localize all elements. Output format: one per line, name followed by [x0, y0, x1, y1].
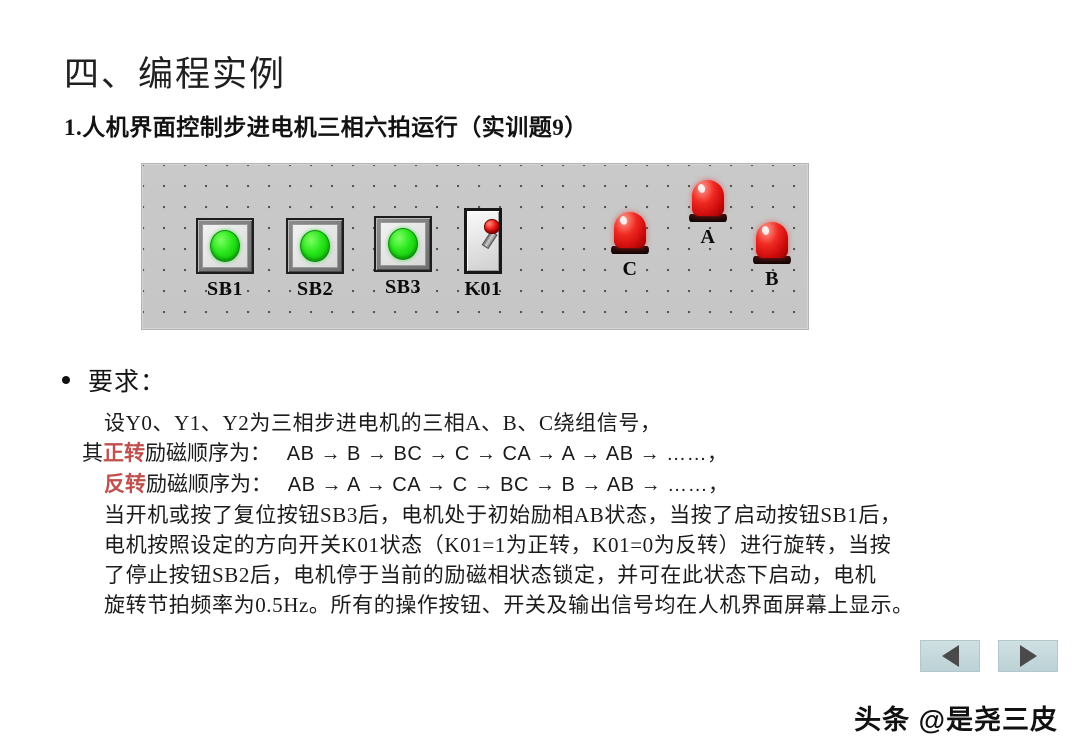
requirements-bullet-row: 要求：	[62, 362, 166, 398]
forward-suffix: 励磁顺序为：	[145, 441, 271, 465]
led-base-icon	[689, 214, 727, 222]
hmi-selector-switch-k01[interactable]: K01	[464, 208, 502, 300]
forward-highlight: 正转	[103, 441, 145, 465]
pushbutton-label: SB3	[385, 276, 421, 298]
page-subtitle: 1.人机界面控制步进电机三相六拍运行（实训题9）	[64, 115, 588, 140]
green-lamp-icon	[388, 228, 418, 260]
forward-sequence-line: 其正转励磁顺序为： AB → B → BC → C → CA → A → AB …	[82, 438, 1034, 469]
switch-frame	[464, 208, 502, 274]
requirements-line-1: 设Y0、Y1、Y2为三相步进电机的三相A、B、C绕组信号，	[104, 411, 662, 435]
led-base-icon	[753, 256, 791, 264]
requirements-paragraph-line: 电机按照设定的方向开关K01状态（K01=1为正转，K01=0为反转）进行旋转，…	[104, 533, 892, 557]
indicator-label: A	[700, 226, 716, 248]
green-lamp-icon	[210, 230, 240, 262]
forward-prefix: 其	[82, 441, 103, 465]
red-led-icon	[614, 212, 646, 248]
pushbutton-frame	[286, 218, 344, 274]
indicator-label: B	[765, 268, 779, 290]
switch-knob-icon	[484, 219, 499, 234]
pushbutton-frame	[196, 218, 254, 274]
reverse-suffix: 励磁顺序为：	[146, 472, 272, 496]
triangle-right-icon	[1019, 645, 1037, 667]
requirements-body: 设Y0、Y1、Y2为三相步进电机的三相A、B、C绕组信号， 其正转励磁顺序为： …	[82, 408, 1034, 620]
hmi-pushbutton-sb1[interactable]: SB1	[196, 218, 254, 300]
pushbutton-label: SB2	[297, 278, 333, 300]
hmi-panel-inner: SB1 SB2 SB3	[142, 164, 808, 329]
switch-label: K01	[464, 278, 502, 300]
reverse-highlight: 反转	[104, 472, 146, 496]
pushbutton-face	[380, 222, 426, 266]
hmi-indicator-c: C	[608, 212, 652, 280]
triangle-left-icon	[941, 645, 959, 667]
slide-navigation	[920, 640, 1058, 672]
requirements-paragraph-line: 当开机或按了复位按钮SB3后，电机处于初始励相AB状态，当按了启动按钮SB1后，	[104, 503, 902, 527]
bullet-dot-icon	[62, 376, 70, 384]
page-title: 四、编程实例	[64, 55, 287, 94]
next-slide-button[interactable]	[998, 640, 1058, 672]
red-led-icon	[692, 180, 724, 216]
indicator-label: C	[622, 258, 638, 280]
reverse-sequence-line: 反转励磁顺序为： AB → A → CA → C → BC → B → AB →…	[104, 469, 1034, 500]
requirements-heading: 要求：	[88, 369, 167, 396]
green-lamp-icon	[300, 230, 330, 262]
forward-sequence: AB → B → BC → C → CA → A → AB → ……，	[286, 443, 728, 465]
reverse-sequence: AB → A → CA → C → BC → B → AB → ……，	[287, 474, 729, 496]
requirements-paragraph-line: 旋转节拍频率为0.5Hz。所有的操作按钮、开关及输出信号均在人机界面屏幕上显示。	[104, 593, 914, 617]
previous-slide-button[interactable]	[920, 640, 980, 672]
hmi-indicator-b: B	[750, 222, 794, 290]
watermark: 头条 @是尧三皮	[854, 705, 1058, 735]
led-base-icon	[611, 246, 649, 254]
red-led-icon	[756, 222, 788, 258]
pushbutton-face	[292, 224, 338, 268]
hmi-panel: SB1 SB2 SB3	[141, 163, 809, 330]
pushbutton-frame	[374, 216, 432, 272]
requirements-paragraph-line: 了停止按钮SB2后，电机停于当前的励磁相状态锁定，并可在此状态下启动，电机	[104, 563, 877, 587]
pushbutton-label: SB1	[207, 278, 243, 300]
hmi-pushbutton-sb3[interactable]: SB3	[374, 216, 432, 298]
hmi-indicator-a: A	[686, 180, 730, 248]
hmi-pushbutton-sb2[interactable]: SB2	[286, 218, 344, 300]
pushbutton-face	[202, 224, 248, 268]
